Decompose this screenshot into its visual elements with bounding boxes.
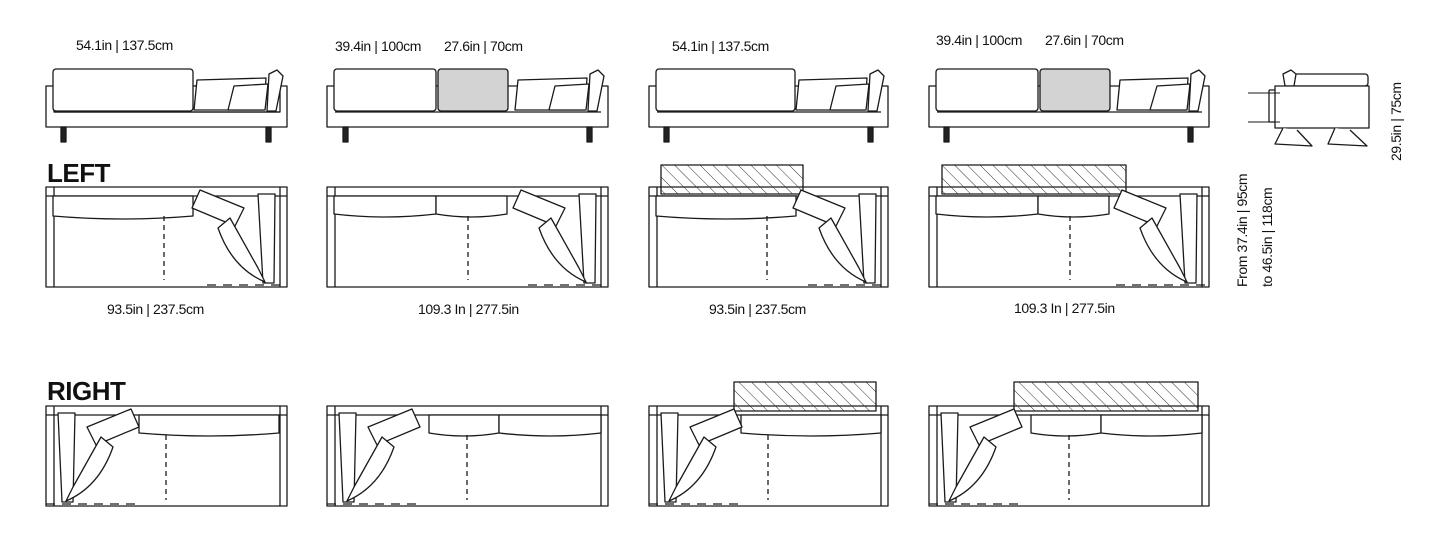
left-plan-3 — [649, 165, 888, 287]
front-view-4 — [929, 69, 1209, 142]
sofa-width-2: 109.3 In | 277.5in — [418, 301, 519, 317]
sofa-width-3: 93.5in | 237.5cm — [709, 301, 806, 317]
right-plan-2 — [327, 406, 608, 506]
left-section-title: LEFT — [47, 158, 111, 188]
sofa-leg — [587, 127, 592, 142]
left-plan-1 — [46, 187, 287, 287]
side-table — [1014, 382, 1198, 411]
side-view — [1248, 70, 1369, 146]
front-view-1 — [46, 69, 287, 142]
front-view-3 — [649, 69, 888, 142]
front-cushion-width-1: 54.1in | 137.5cm — [76, 37, 173, 53]
sofa-leg — [61, 127, 66, 142]
front-view-2 — [327, 69, 608, 142]
right-section-title: RIGHT — [47, 376, 126, 406]
sofa-leg — [944, 127, 949, 142]
sofa-leg — [1188, 127, 1193, 142]
sofa-leg — [343, 127, 348, 142]
right-plan-3 — [649, 382, 888, 506]
right-plan-4 — [929, 382, 1209, 506]
sofa-leg — [868, 127, 873, 142]
sofa-leg — [266, 127, 271, 142]
front-cushion-width-3: 54.1in | 137.5cm — [672, 38, 769, 54]
right-plan-1 — [46, 406, 287, 506]
sofa-width-4: 109.3 In | 277.5in — [1014, 300, 1115, 316]
side-table — [661, 165, 803, 194]
side-table — [734, 382, 876, 411]
front-cushion-width-4b: 27.6in | 70cm — [1045, 32, 1124, 48]
left-plan-4 — [929, 165, 1209, 287]
front-cushion-width-4a: 39.4in | 100cm — [936, 32, 1022, 48]
front-cushion-width-2a: 39.4in | 100cm — [335, 38, 421, 54]
sofa-width-1: 93.5in | 237.5cm — [107, 301, 204, 317]
front-cushion-width-2b: 27.6in | 70cm — [444, 38, 523, 54]
side-table — [942, 165, 1126, 194]
sofa-leg — [664, 127, 669, 142]
left-plan-2 — [327, 187, 608, 287]
